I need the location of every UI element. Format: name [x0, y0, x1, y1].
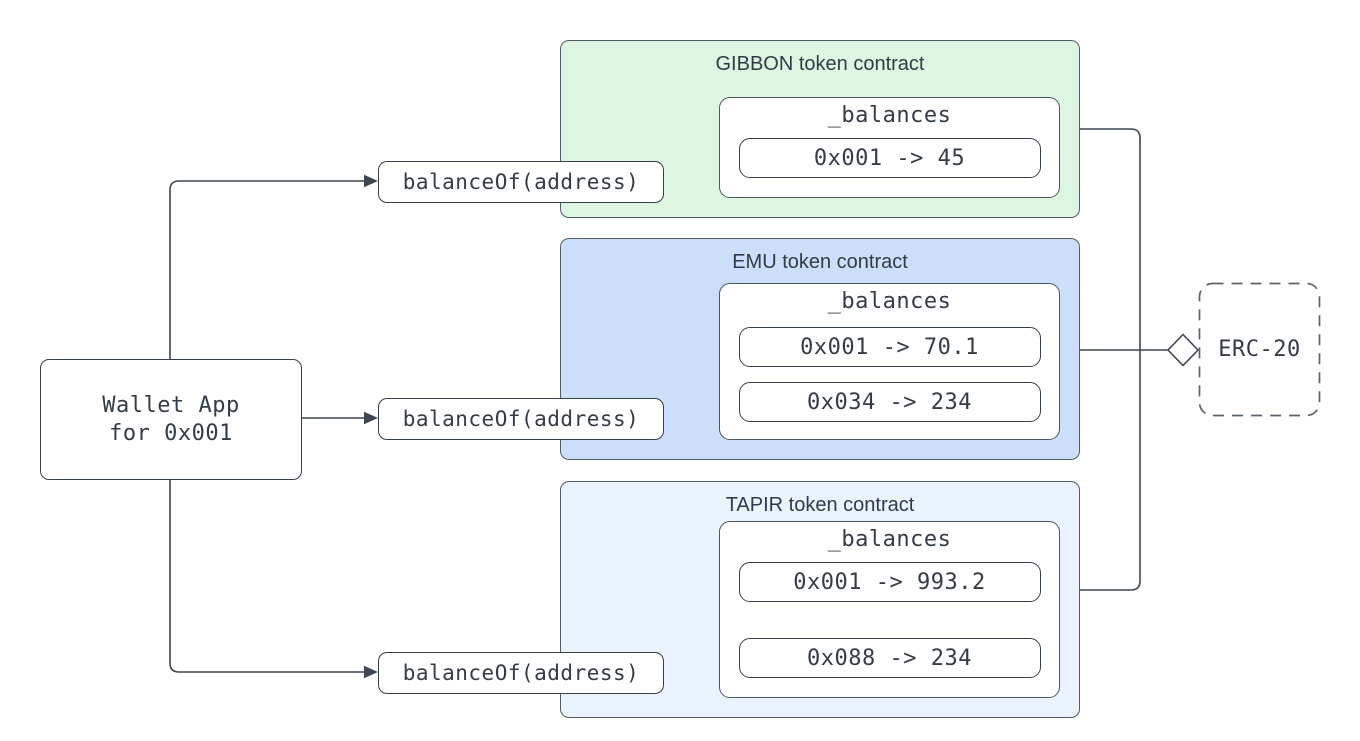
balances-map: _balances 0x001 -> 70.1 0x034 -> 234: [719, 283, 1060, 440]
balanceof-box-gibbon: balanceOf(address): [378, 161, 664, 203]
aggregation-diamond-icon: [1166, 333, 1200, 367]
contract-emu: EMU token contract _balances 0x001 -> 70…: [560, 238, 1080, 460]
arrowhead-icon: [364, 411, 378, 425]
balances-label: _balances: [827, 289, 952, 314]
arrowhead-icon: [364, 174, 378, 188]
wallet-to-gibbon-connector: [169, 180, 365, 359]
wallet-to-tapir-connector: [169, 478, 365, 673]
balance-entry: 0x001 -> 45: [738, 138, 1041, 178]
balanceof-box-emu: balanceOf(address): [378, 398, 664, 440]
contract-title: EMU token contract: [732, 251, 908, 273]
balance-entry: 0x088 -> 234: [738, 638, 1041, 678]
contract-title: TAPIR token contract: [725, 494, 915, 516]
balance-entry: 0x001 -> 70.1: [738, 327, 1041, 367]
balanceof-label: balanceOf(address): [402, 407, 640, 431]
erc20-label: ERC-20: [1218, 337, 1301, 362]
wallet-label-line1: Wallet App: [102, 392, 240, 418]
balance-entry: 0x001 -> 993.2: [738, 562, 1041, 602]
balanceof-box-tapir: balanceOf(address): [378, 652, 664, 694]
wallet-label-line2: for 0x001: [109, 420, 233, 446]
balances-map: _balances 0x001 -> 993.2 0x088 -> 234: [719, 521, 1060, 698]
arrowhead-icon: [364, 665, 378, 679]
balanceof-label: balanceOf(address): [402, 661, 640, 685]
balances-label: _balances: [827, 527, 952, 552]
balances-map: _balances 0x001 -> 45: [719, 97, 1060, 198]
erc20-node: ERC-20: [1199, 283, 1320, 416]
balanceof-label: balanceOf(address): [402, 170, 640, 194]
contract-title: GIBBON token contract: [715, 53, 925, 75]
balance-entry: 0x034 -> 234: [738, 382, 1041, 422]
contracts-junction-bracket: [1080, 128, 1141, 591]
balances-label: _balances: [827, 103, 952, 128]
wallet-app-node: Wallet App for 0x001: [40, 359, 302, 480]
